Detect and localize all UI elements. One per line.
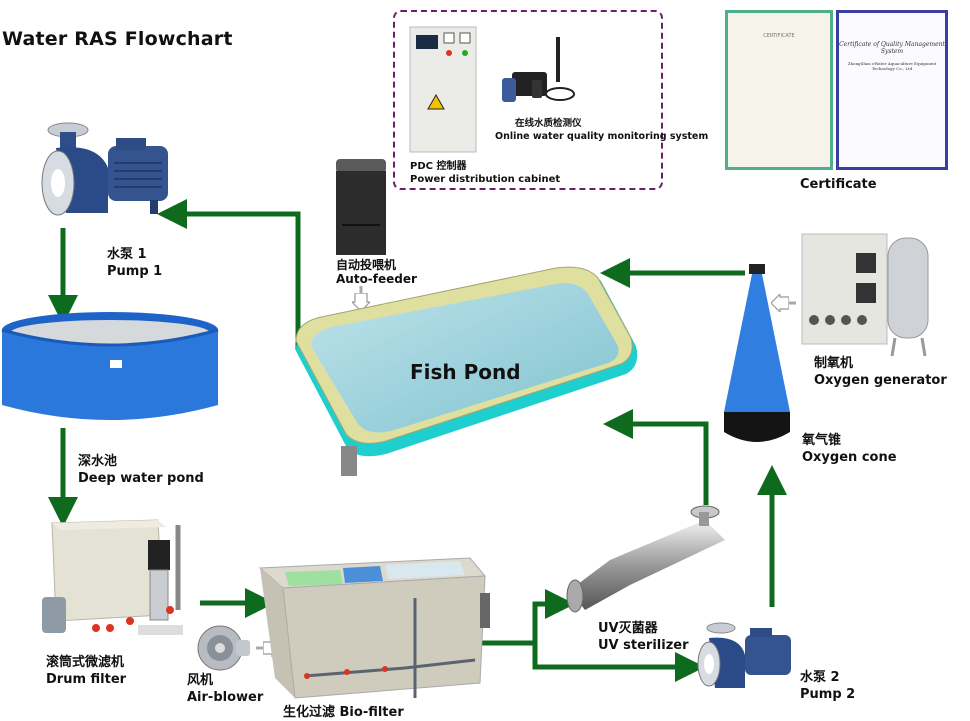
pump2-image	[697, 622, 791, 688]
bio-filter-label: 生化过滤 Bio-filter	[283, 705, 404, 720]
arrow-uv-to-fish-pond	[603, 409, 709, 505]
drum-filter-image	[42, 519, 183, 635]
certificate-ce-image: CERTIFICATE	[725, 10, 833, 170]
auto-feeder-image	[336, 159, 386, 255]
certificate-label: Certificate	[800, 177, 877, 192]
arrow-bio-filter-to-uv	[480, 589, 575, 646]
ce-cert-title: CERTIFICATE	[763, 33, 795, 39]
pdc-cabinet-image	[409, 26, 477, 153]
qms-cert-title: Certificate of Quality Management System	[839, 41, 945, 55]
fish-pond-label: Fish Pond	[410, 360, 521, 384]
certificate-qms-image: Certificate of Quality Management System…	[836, 10, 948, 170]
pump1-image	[41, 122, 168, 216]
page-title: Water RAS Flowchart	[2, 28, 233, 50]
arrow-bio-filter-to-pump2	[532, 643, 705, 682]
control-equipment-panel	[393, 10, 663, 190]
qms-cert-company: ZhongShan eWater Aquaculture Equipment T…	[847, 61, 937, 71]
deep-pond-image	[1, 312, 219, 420]
fish-pond-image	[295, 266, 638, 476]
uv-sterilizer-image	[566, 505, 725, 613]
bio-filter-image	[258, 557, 490, 699]
air-blower-image	[197, 625, 250, 671]
oxygen-generator-image	[801, 233, 929, 357]
oxygen-cone-image	[724, 264, 790, 442]
arrow-fish-pond-to-pump1	[157, 199, 301, 350]
water-monitor-image	[502, 37, 575, 102]
